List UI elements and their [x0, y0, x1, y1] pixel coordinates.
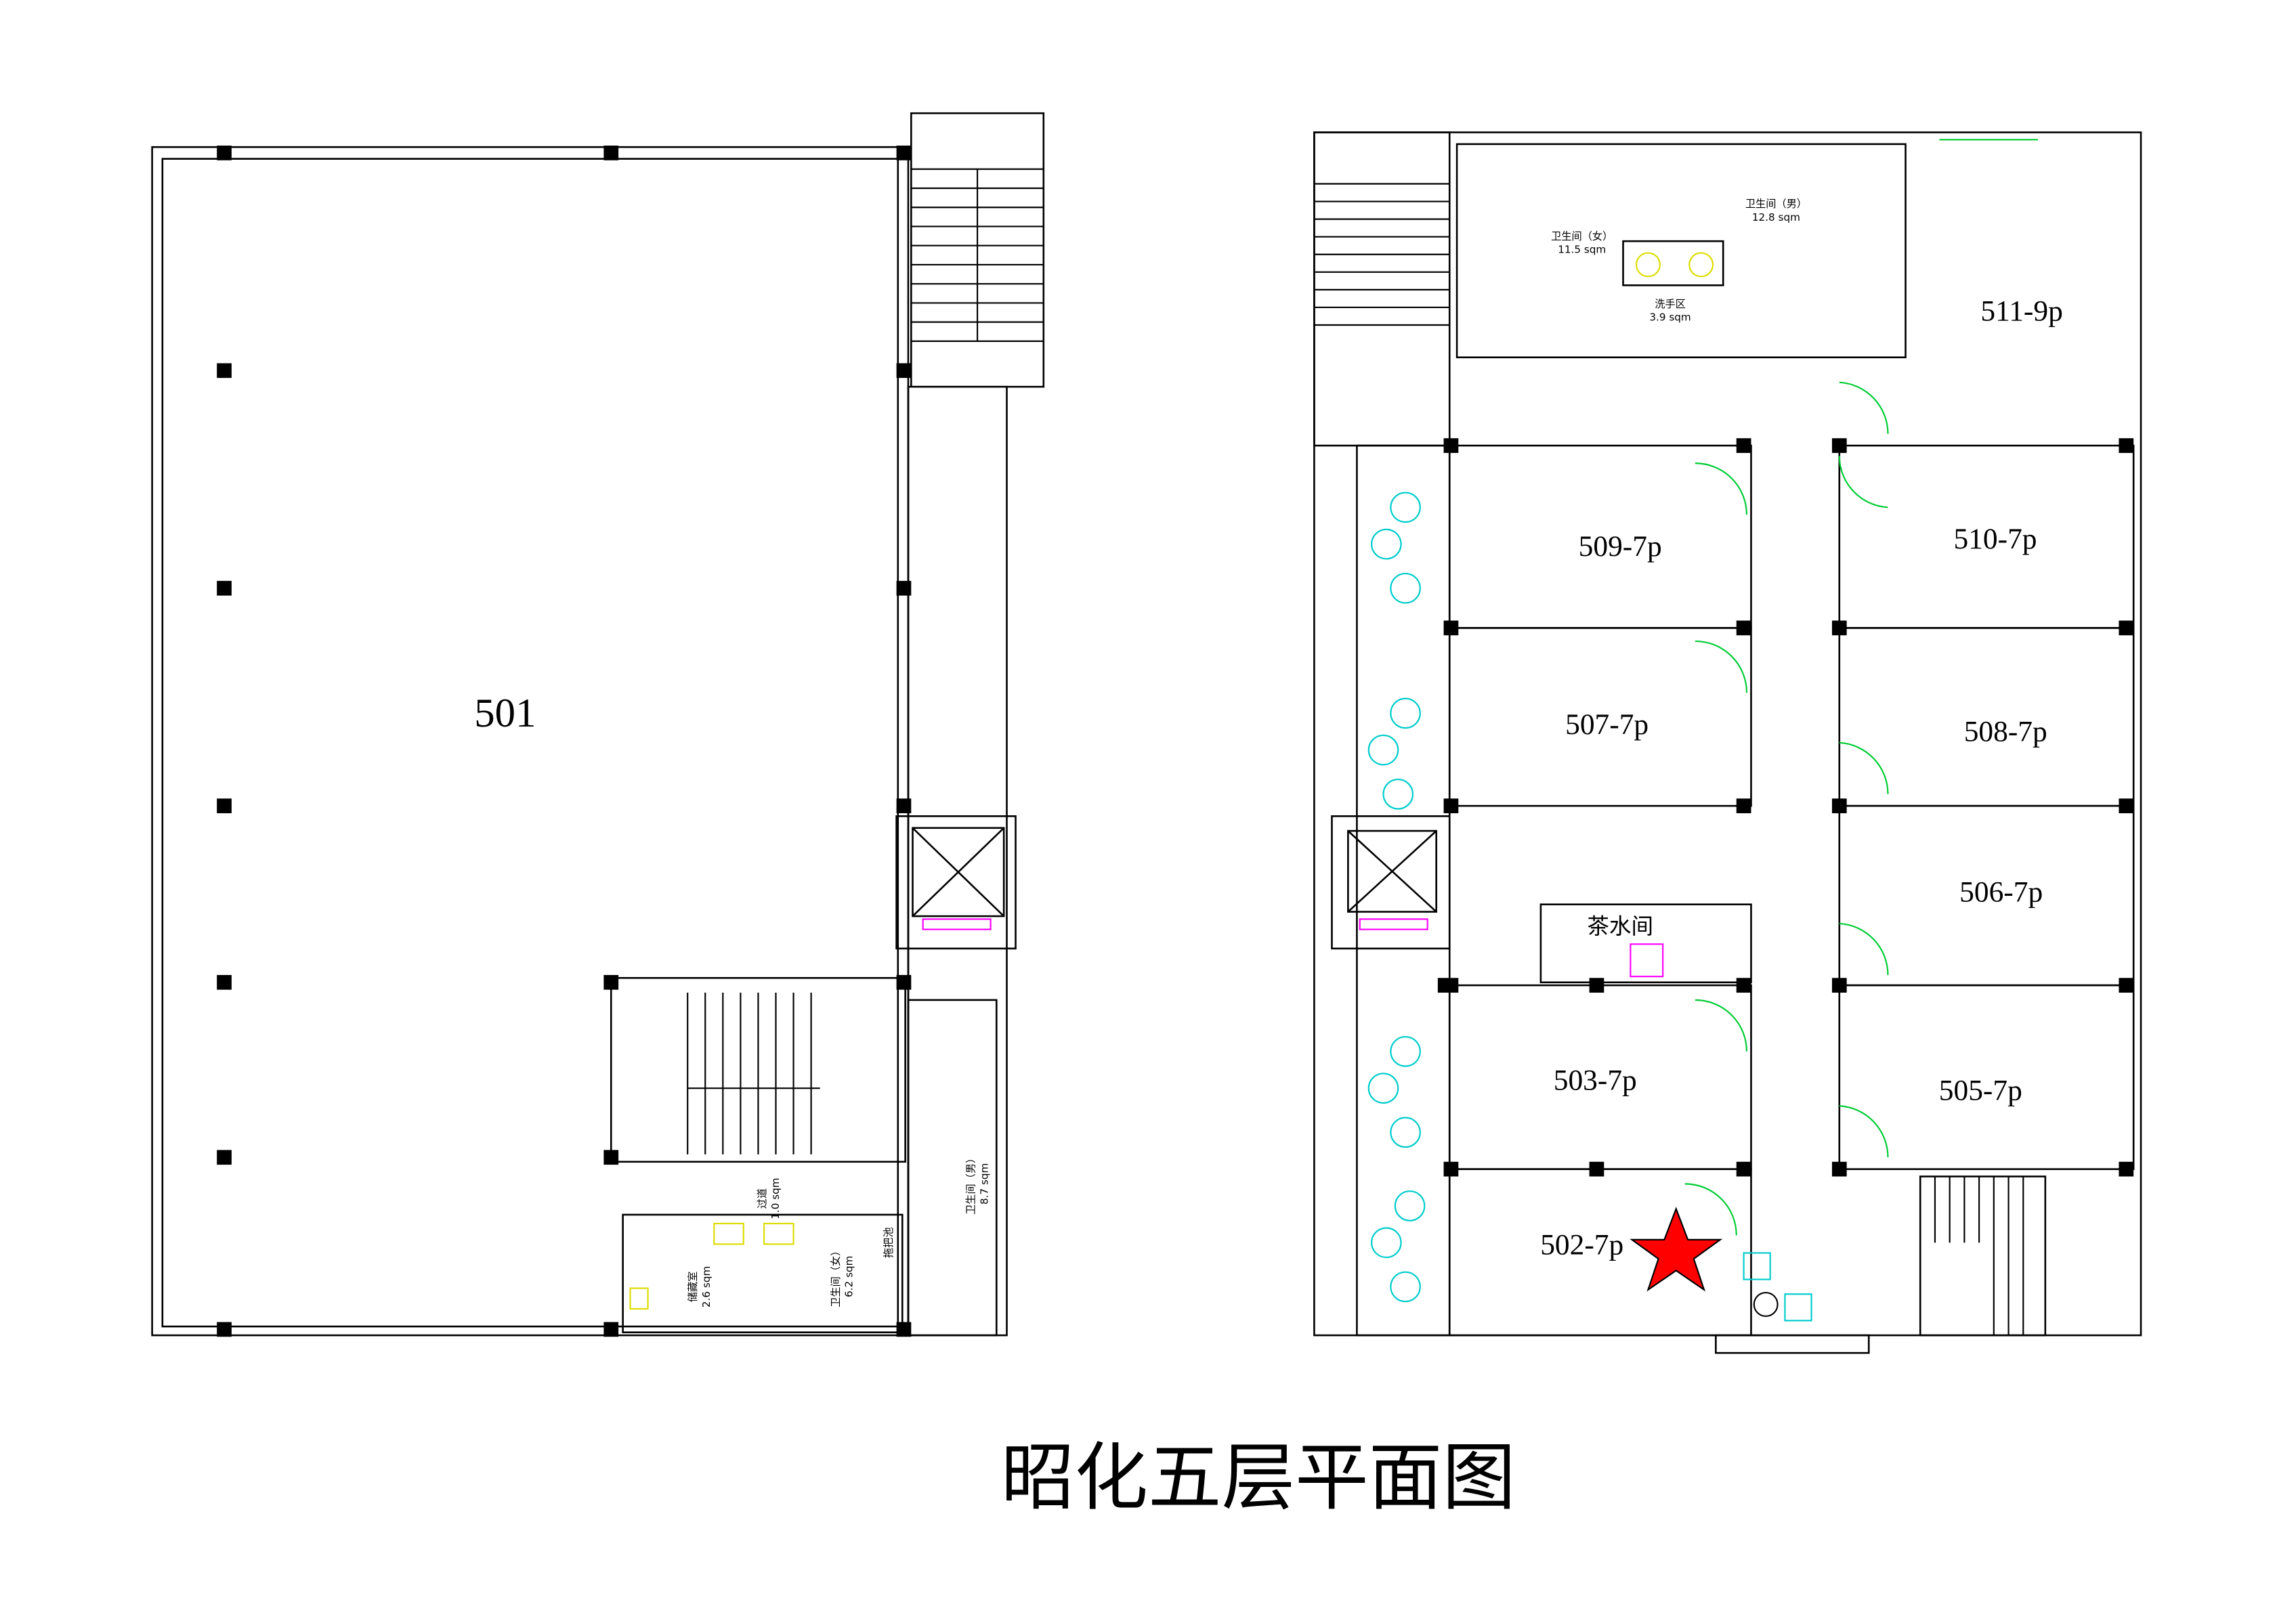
wc-female-label: 卫生间（女） [830, 1246, 842, 1307]
wash-area-area: 3.9 sqm [1649, 311, 1691, 323]
room-505-label: 505-7p [1939, 1075, 2022, 1107]
wash-area-label: 洗手区 [1655, 298, 1686, 310]
elevator [895, 815, 1017, 950]
room-511-label: 511-9p [1980, 295, 2062, 327]
wc-male-label: 卫生间（男） [1745, 198, 1807, 210]
wc-male-area: 12.8 sqm [1752, 211, 1800, 223]
wc-male-label: 卫生间（男） [965, 1153, 977, 1215]
hall-501-outline [151, 146, 910, 1337]
storage-label: 储藏室 [687, 1272, 699, 1303]
tea-room-label: 茶水间 [1587, 914, 1653, 939]
balcony-chairs [1367, 492, 1812, 1322]
room-502-label: 502-7p [1540, 1229, 1623, 1261]
lower-stair [610, 976, 906, 1163]
room-501-label: 501 [474, 691, 536, 736]
elevator [1331, 815, 1451, 950]
room-506-label: 506-7p [1959, 875, 2043, 908]
toilet-block [1455, 143, 1907, 359]
wc-female-label: 卫生间（女） [1551, 230, 1613, 242]
passage-area: 1.0 sqm [769, 1177, 782, 1219]
location-star-icon [1630, 1207, 1723, 1292]
wc-female-area: 11.5 sqm [1558, 244, 1606, 256]
room-509-label: 509-7p [1579, 530, 1662, 563]
tea-room [1539, 903, 1752, 984]
room-505 [1838, 984, 2135, 1170]
plan-title: 昭化五层平面图 [1001, 1435, 1516, 1521]
mop-sink-label: 拖把池 [883, 1227, 895, 1258]
right-building: 卫生间（女） 11.5 sqm 卫生间（男） 12.8 sqm 洗手区 3.9 … [1313, 131, 2142, 1354]
room-507-label: 507-7p [1565, 708, 1649, 741]
wc-female-area: 6.2 sqm [843, 1256, 855, 1297]
passage-label: 过道 [756, 1188, 768, 1209]
lower-right-stair [1919, 1175, 2047, 1337]
room-503-label: 503-7p [1554, 1064, 1637, 1096]
room-508-label: 508-7p [1964, 716, 2047, 748]
wc-male-area: 8.7 sqm [978, 1163, 990, 1205]
storage-area: 2.6 sqm [700, 1266, 713, 1307]
corridor [907, 385, 1008, 1337]
service-rooms [622, 1213, 903, 1334]
room-507 [1448, 627, 1752, 807]
room-510-label: 510-7p [1953, 523, 2037, 555]
